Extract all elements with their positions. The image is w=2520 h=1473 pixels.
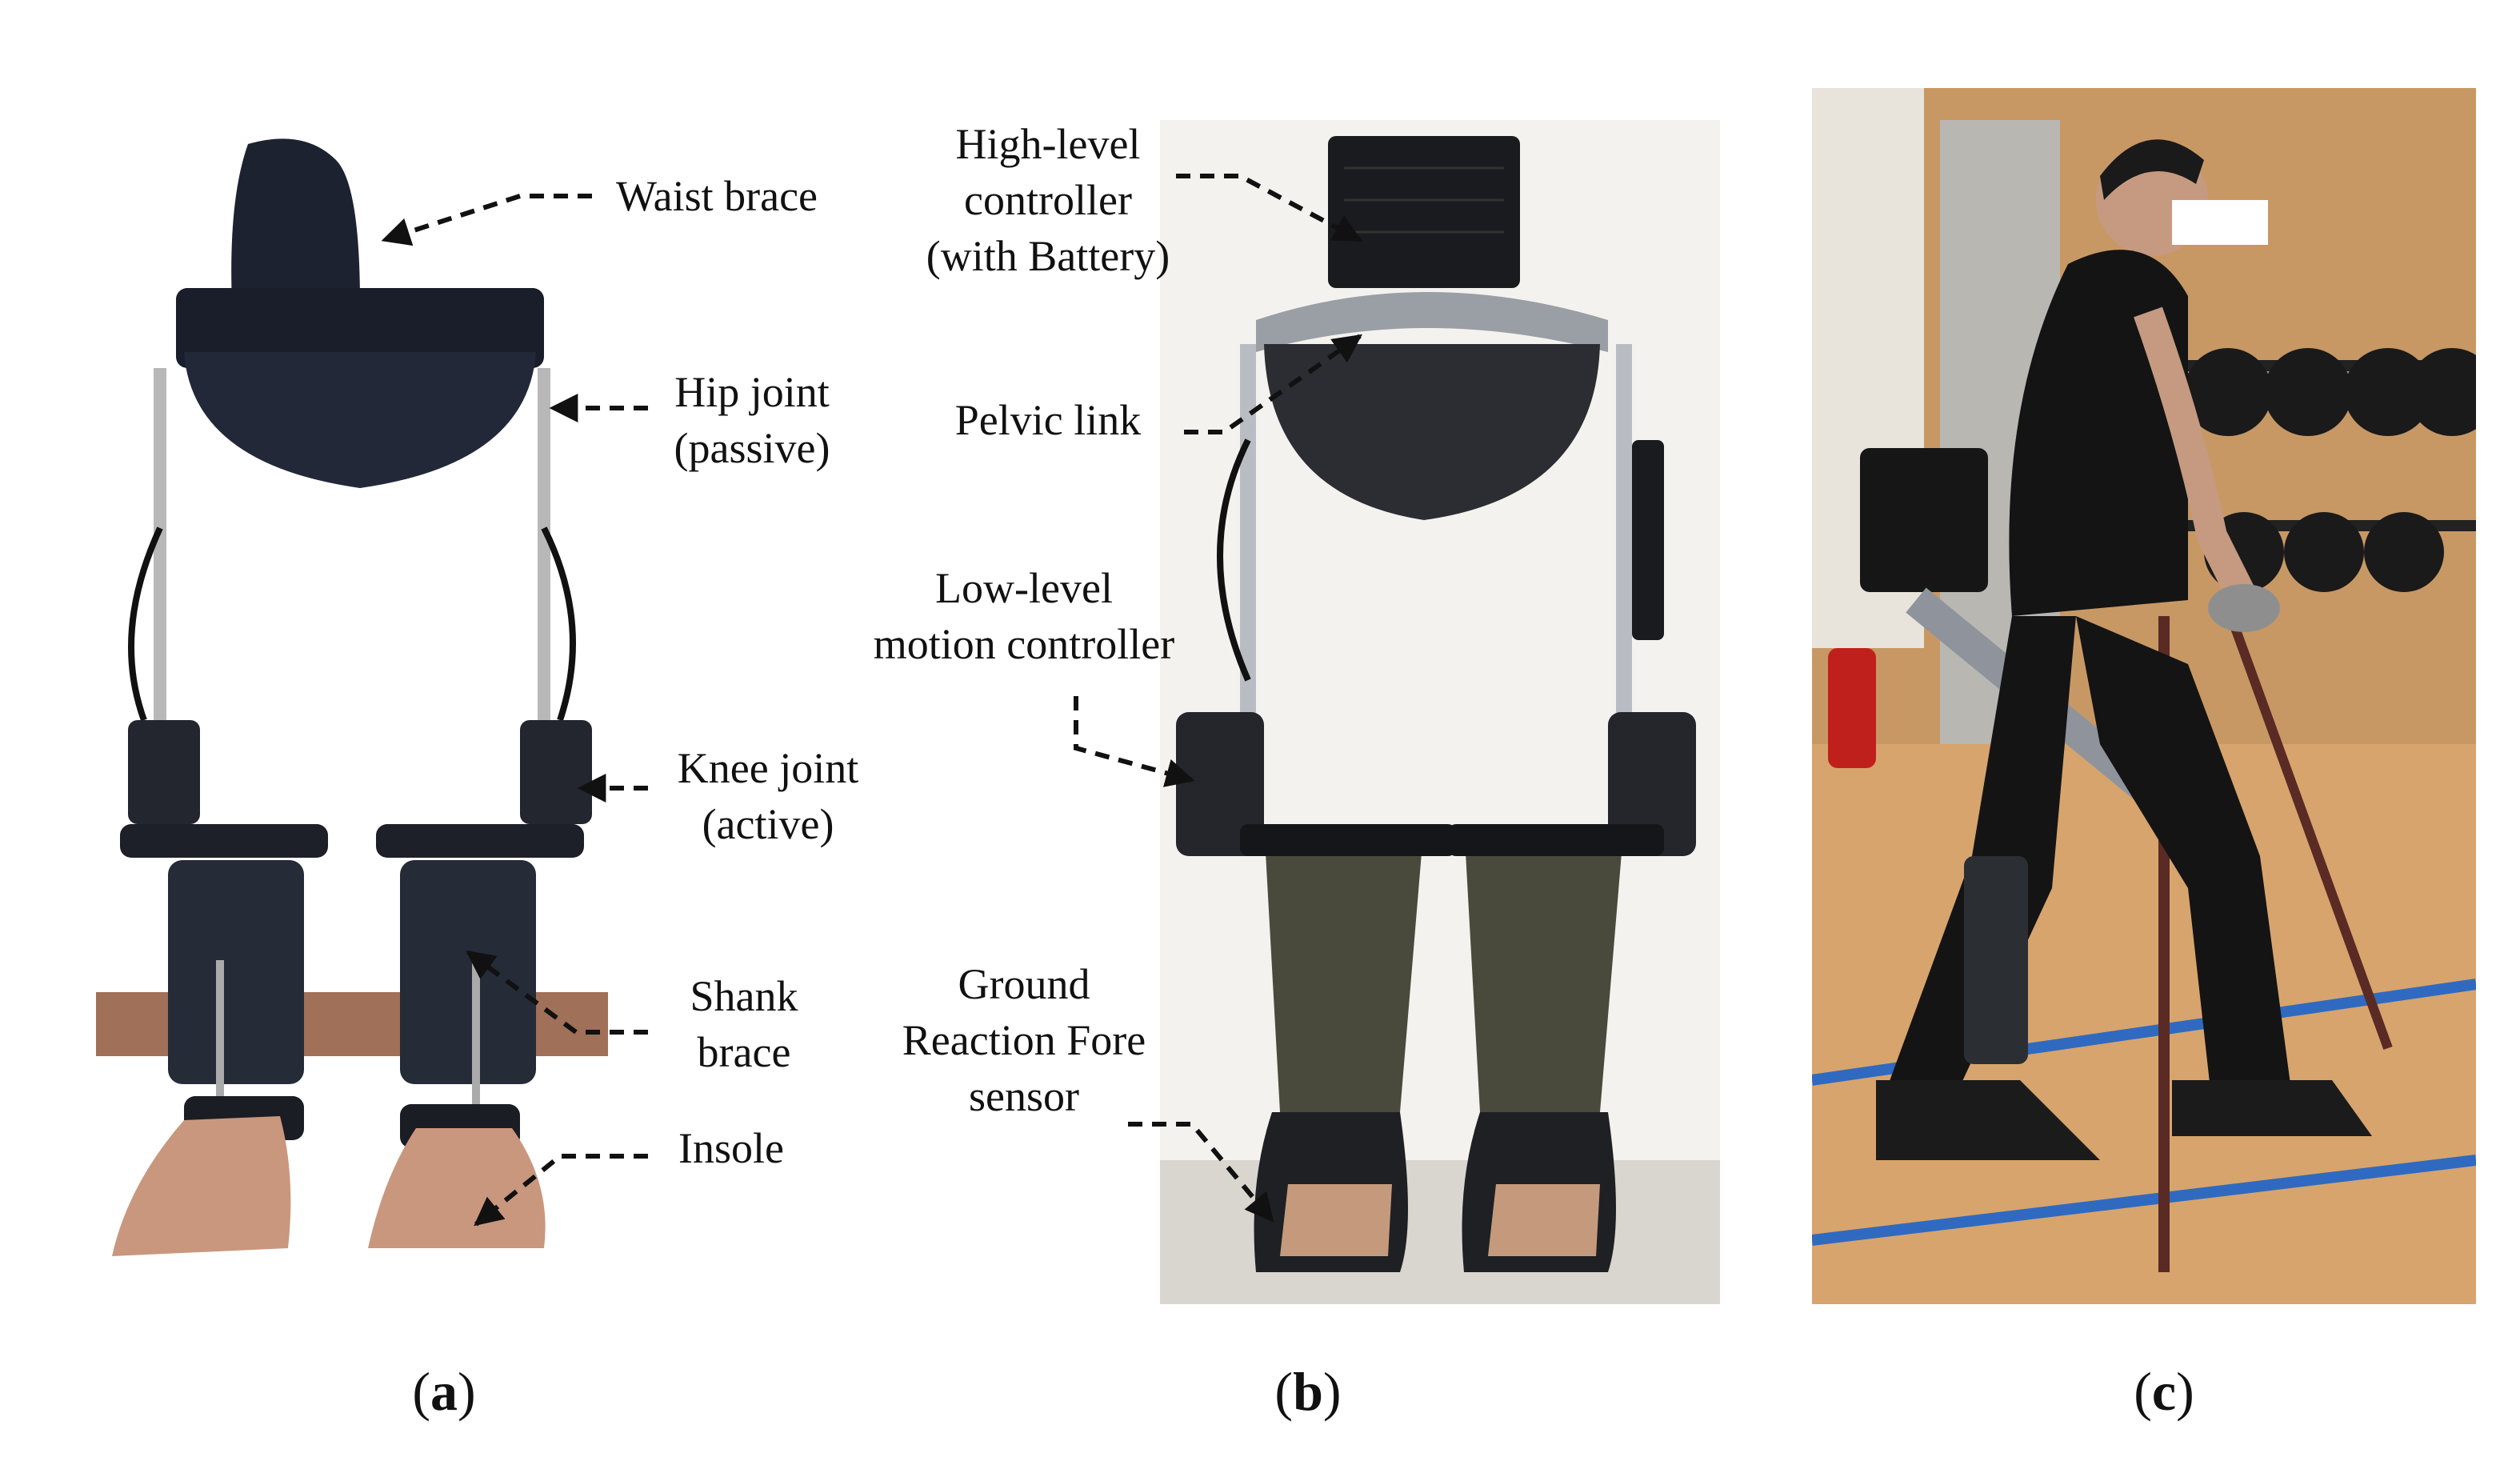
label-low-level-controller: Low-level motion controller	[848, 560, 1200, 672]
label-grf-line1: Ground	[958, 960, 1090, 1008]
photo-exoskeleton-controllers	[1160, 120, 1720, 1304]
panel-label-b: (b)	[1274, 1361, 1342, 1422]
label-hip-joint-line1: Hip joint	[674, 368, 830, 416]
label-shank-brace: Shank brace	[664, 968, 824, 1080]
label-shank-brace-line1: Shank	[690, 972, 798, 1020]
label-high-level-controller: High-level controller (with Battery)	[904, 116, 1192, 284]
panel-label-a: (a)	[412, 1361, 476, 1422]
label-insole: Insole	[678, 1120, 784, 1176]
label-shank-brace-line2: brace	[697, 1028, 791, 1076]
label-knee-joint: Knee joint (active)	[656, 740, 880, 852]
label-high-level-line1: High-level	[955, 120, 1141, 168]
label-grf-line2: Reaction Fore	[902, 1016, 1146, 1064]
label-waist-brace: Waist brace	[616, 168, 818, 224]
label-hip-joint-line2: (passive)	[674, 424, 830, 472]
label-knee-joint-line2: (active)	[702, 800, 834, 848]
label-knee-joint-line1: Knee joint	[677, 744, 859, 792]
label-low-level-line1: Low-level	[935, 564, 1113, 612]
label-insole-text: Insole	[678, 1124, 784, 1172]
label-grf-sensor: Ground Reaction Fore sensor	[880, 956, 1168, 1124]
label-pelvic-link-text: Pelvic link	[954, 396, 1142, 444]
panel-label-c: (c)	[2134, 1361, 2194, 1422]
label-high-level-line2: controller	[964, 176, 1132, 224]
label-low-level-line2: motion controller	[873, 620, 1175, 668]
label-waist-brace-text: Waist brace	[616, 172, 818, 220]
label-hip-joint: Hip joint (passive)	[656, 364, 848, 476]
label-grf-line3: sensor	[969, 1072, 1079, 1120]
label-high-level-line3: (with Battery)	[926, 232, 1170, 280]
photo-user-walking	[1812, 88, 2476, 1304]
photo-exoskeleton-front	[96, 112, 608, 1296]
label-pelvic-link: Pelvic link	[928, 392, 1168, 448]
